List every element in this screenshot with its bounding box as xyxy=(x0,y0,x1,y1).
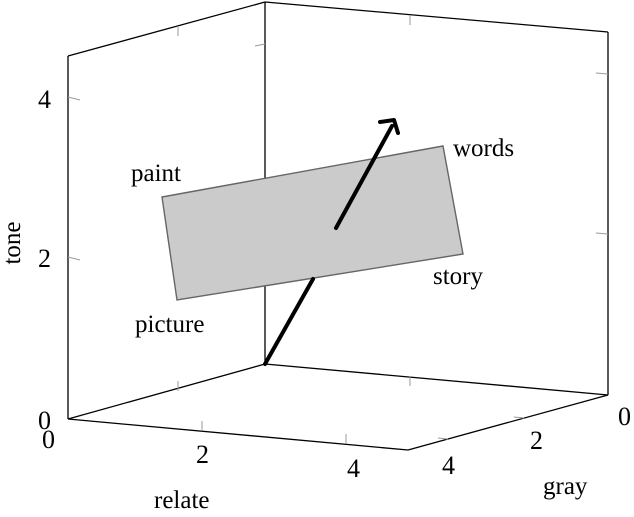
relate-tick-4: 4 xyxy=(347,454,360,483)
tick-mark xyxy=(513,416,525,419)
gray-tick-2: 2 xyxy=(530,426,543,455)
tick-mark xyxy=(254,43,266,47)
arrow-shaft-upper xyxy=(334,124,394,230)
tick-mark xyxy=(595,72,609,75)
frame-edge-back-left-top xyxy=(67,1,266,57)
frame-edge-back-right-top xyxy=(264,1,609,33)
frame-edge-floor-back-left xyxy=(67,363,266,420)
box-frame xyxy=(67,1,609,451)
gray-tick-0: 0 xyxy=(618,402,631,431)
tick-marks xyxy=(67,15,609,444)
tone-tick-2: 2 xyxy=(38,244,51,273)
tick-mark xyxy=(67,256,81,261)
arrow-shaft-lower xyxy=(263,277,315,366)
tick-mark xyxy=(67,96,81,101)
label-paint: paint xyxy=(131,160,181,187)
frame-edge-floor-front-right xyxy=(407,394,609,451)
relate-tick-2: 2 xyxy=(196,440,209,469)
gray-tick-4: 4 xyxy=(442,451,455,480)
tone-tick-4: 4 xyxy=(38,85,51,114)
tick-mark xyxy=(595,232,609,235)
axis-title-gray: gray xyxy=(543,473,588,500)
relate-tick-0: 0 xyxy=(42,425,55,454)
frame-edge-floor-back-right xyxy=(264,363,609,396)
frame-edge-floor-front-left xyxy=(67,418,409,451)
label-picture: picture xyxy=(135,311,204,338)
tone-tick-0: 0 xyxy=(38,406,51,435)
axis-title-relate: relate xyxy=(154,487,210,512)
vector-arrow xyxy=(263,118,400,366)
label-words: words xyxy=(453,135,514,162)
axis-title-tone: tone xyxy=(0,221,26,264)
plane-rectangle xyxy=(161,145,464,301)
label-story: story xyxy=(433,263,484,290)
arrow-head xyxy=(378,118,400,135)
tick-mark xyxy=(437,437,449,440)
